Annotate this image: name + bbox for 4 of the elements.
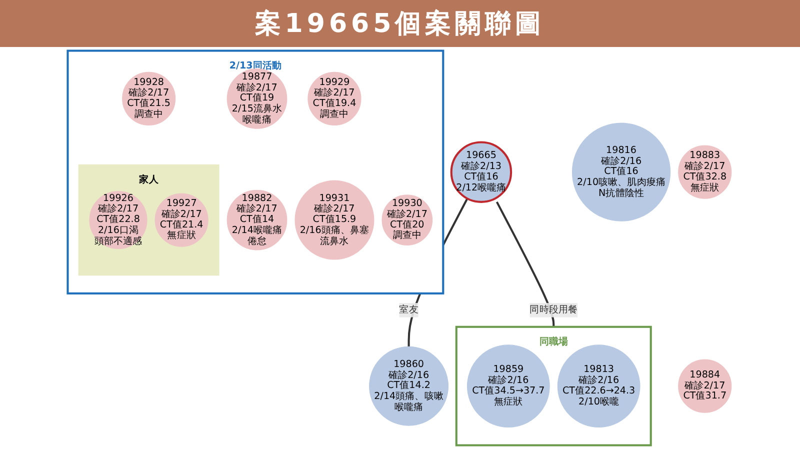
connector [496, 201, 556, 327]
title: 案19665個案關聯圖 [0, 0, 800, 47]
edge-label: 同時段用餐 [530, 304, 578, 316]
edge-label: 室友 [400, 304, 419, 316]
